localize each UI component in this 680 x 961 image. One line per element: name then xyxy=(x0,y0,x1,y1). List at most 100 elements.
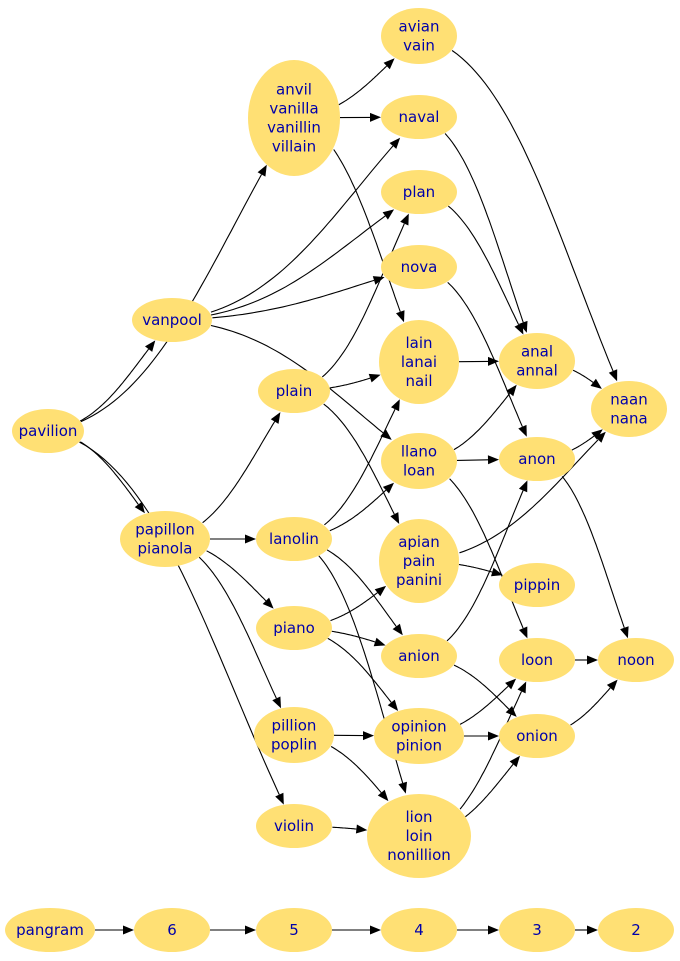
edge-line xyxy=(456,459,489,461)
node-ellipse xyxy=(120,511,210,567)
arrowhead xyxy=(262,597,274,609)
edge-papillon-to-plain xyxy=(202,412,281,524)
edge-line xyxy=(465,763,514,818)
edge-line xyxy=(459,685,509,725)
arrowhead xyxy=(514,322,524,335)
edge-lion-to-onion xyxy=(465,755,520,818)
edge-lanolin-to-anion xyxy=(326,549,403,636)
node-ellipse xyxy=(381,8,457,64)
node-label: pillion xyxy=(272,717,317,735)
arrowhead xyxy=(257,164,267,177)
node-label: vain xyxy=(403,37,435,55)
node-ellipse xyxy=(381,634,457,678)
edge-papillon-to-lanolin xyxy=(210,534,256,544)
node-label: anvil xyxy=(276,81,312,99)
edge-line xyxy=(210,145,394,313)
node-piano: piano xyxy=(256,606,332,650)
edge-line xyxy=(198,556,277,699)
edge-papillon-to-piano xyxy=(206,550,274,609)
node-ellipse xyxy=(381,433,457,489)
arrowhead xyxy=(594,431,606,443)
node-label: 5 xyxy=(289,921,299,939)
node-label: lanolin xyxy=(269,530,319,548)
node-label: onion xyxy=(516,727,558,745)
edge-piano-to-anion xyxy=(331,630,386,647)
node-label: pain xyxy=(403,552,435,570)
node-nova: nova xyxy=(381,245,457,289)
node-label: lion xyxy=(405,808,432,826)
edge-line xyxy=(447,282,523,427)
node-ellipse xyxy=(367,794,471,878)
edge-line xyxy=(326,549,397,627)
node-label: loan xyxy=(403,462,435,480)
edge-line xyxy=(453,664,510,710)
arrowhead xyxy=(396,310,405,323)
node-vanpool: vanpool xyxy=(132,298,212,342)
node-label: 3 xyxy=(532,921,542,939)
node-label: anal xyxy=(521,343,553,361)
edge-line xyxy=(571,435,595,451)
edge-anvil-to-naval xyxy=(339,112,381,122)
node-label: avian xyxy=(399,18,440,36)
nodes-layer: pavilionanvilvanillavanillinvillainavian… xyxy=(5,8,674,952)
arrowhead xyxy=(392,623,403,636)
arrowhead xyxy=(373,637,386,647)
node-ellipse xyxy=(499,333,575,389)
edge-line xyxy=(330,746,382,794)
edge-anvil-to-lain xyxy=(333,149,405,323)
node-label: piano xyxy=(273,619,315,637)
edge-line xyxy=(202,421,276,524)
node-ellipse xyxy=(381,95,457,139)
arrowhead xyxy=(506,384,517,397)
edge-line xyxy=(323,403,395,515)
node-ellipse xyxy=(499,437,575,481)
edge-line xyxy=(330,592,378,622)
arrowhead xyxy=(270,412,281,424)
edge-line xyxy=(80,441,139,505)
node-label: 4 xyxy=(414,921,424,939)
arrowhead xyxy=(488,356,499,366)
arrowhead xyxy=(272,696,281,709)
edge-llano-to-loon xyxy=(449,478,528,639)
arrowhead xyxy=(620,626,629,639)
node-label: vanillin xyxy=(267,119,321,137)
node-label: nail xyxy=(405,372,432,390)
edge-vanpool-to-plan xyxy=(210,209,395,316)
node-ellipse xyxy=(381,908,457,952)
edge-r5-to-r4 xyxy=(332,925,381,935)
node-pavilion: pavilion xyxy=(12,409,84,453)
arrowhead xyxy=(488,925,499,935)
arrowhead xyxy=(505,706,517,717)
node-ellipse xyxy=(248,60,340,176)
node-ellipse xyxy=(256,804,332,848)
edge-llano-to-anon xyxy=(456,455,499,465)
edge-naval-to-anal xyxy=(444,133,528,333)
node-naval: naval xyxy=(381,95,457,139)
node-plan: plan xyxy=(381,170,457,214)
node-label: nonillion xyxy=(387,846,451,864)
arrowhead xyxy=(275,792,284,805)
edge-opinion-to-loon xyxy=(459,678,517,725)
arrowhead xyxy=(518,480,528,493)
arrowhead xyxy=(245,925,256,935)
node-ellipse xyxy=(256,908,332,952)
edge-pavilion-to-vanpool xyxy=(79,340,156,422)
edge-pavilion-to-papillon xyxy=(80,441,145,514)
node-label: naval xyxy=(399,108,440,126)
arrowhead xyxy=(134,501,145,514)
arrowhead xyxy=(383,58,395,70)
edge-line xyxy=(332,826,357,830)
edge-anon-to-noon xyxy=(561,476,629,639)
edge-line xyxy=(459,691,522,810)
edge-piano-to-apian xyxy=(330,585,387,622)
node-ellipse xyxy=(256,517,332,561)
node-label: nova xyxy=(401,258,438,276)
edge-violin-to-lion xyxy=(332,824,368,834)
node-anon: anon xyxy=(499,437,575,481)
